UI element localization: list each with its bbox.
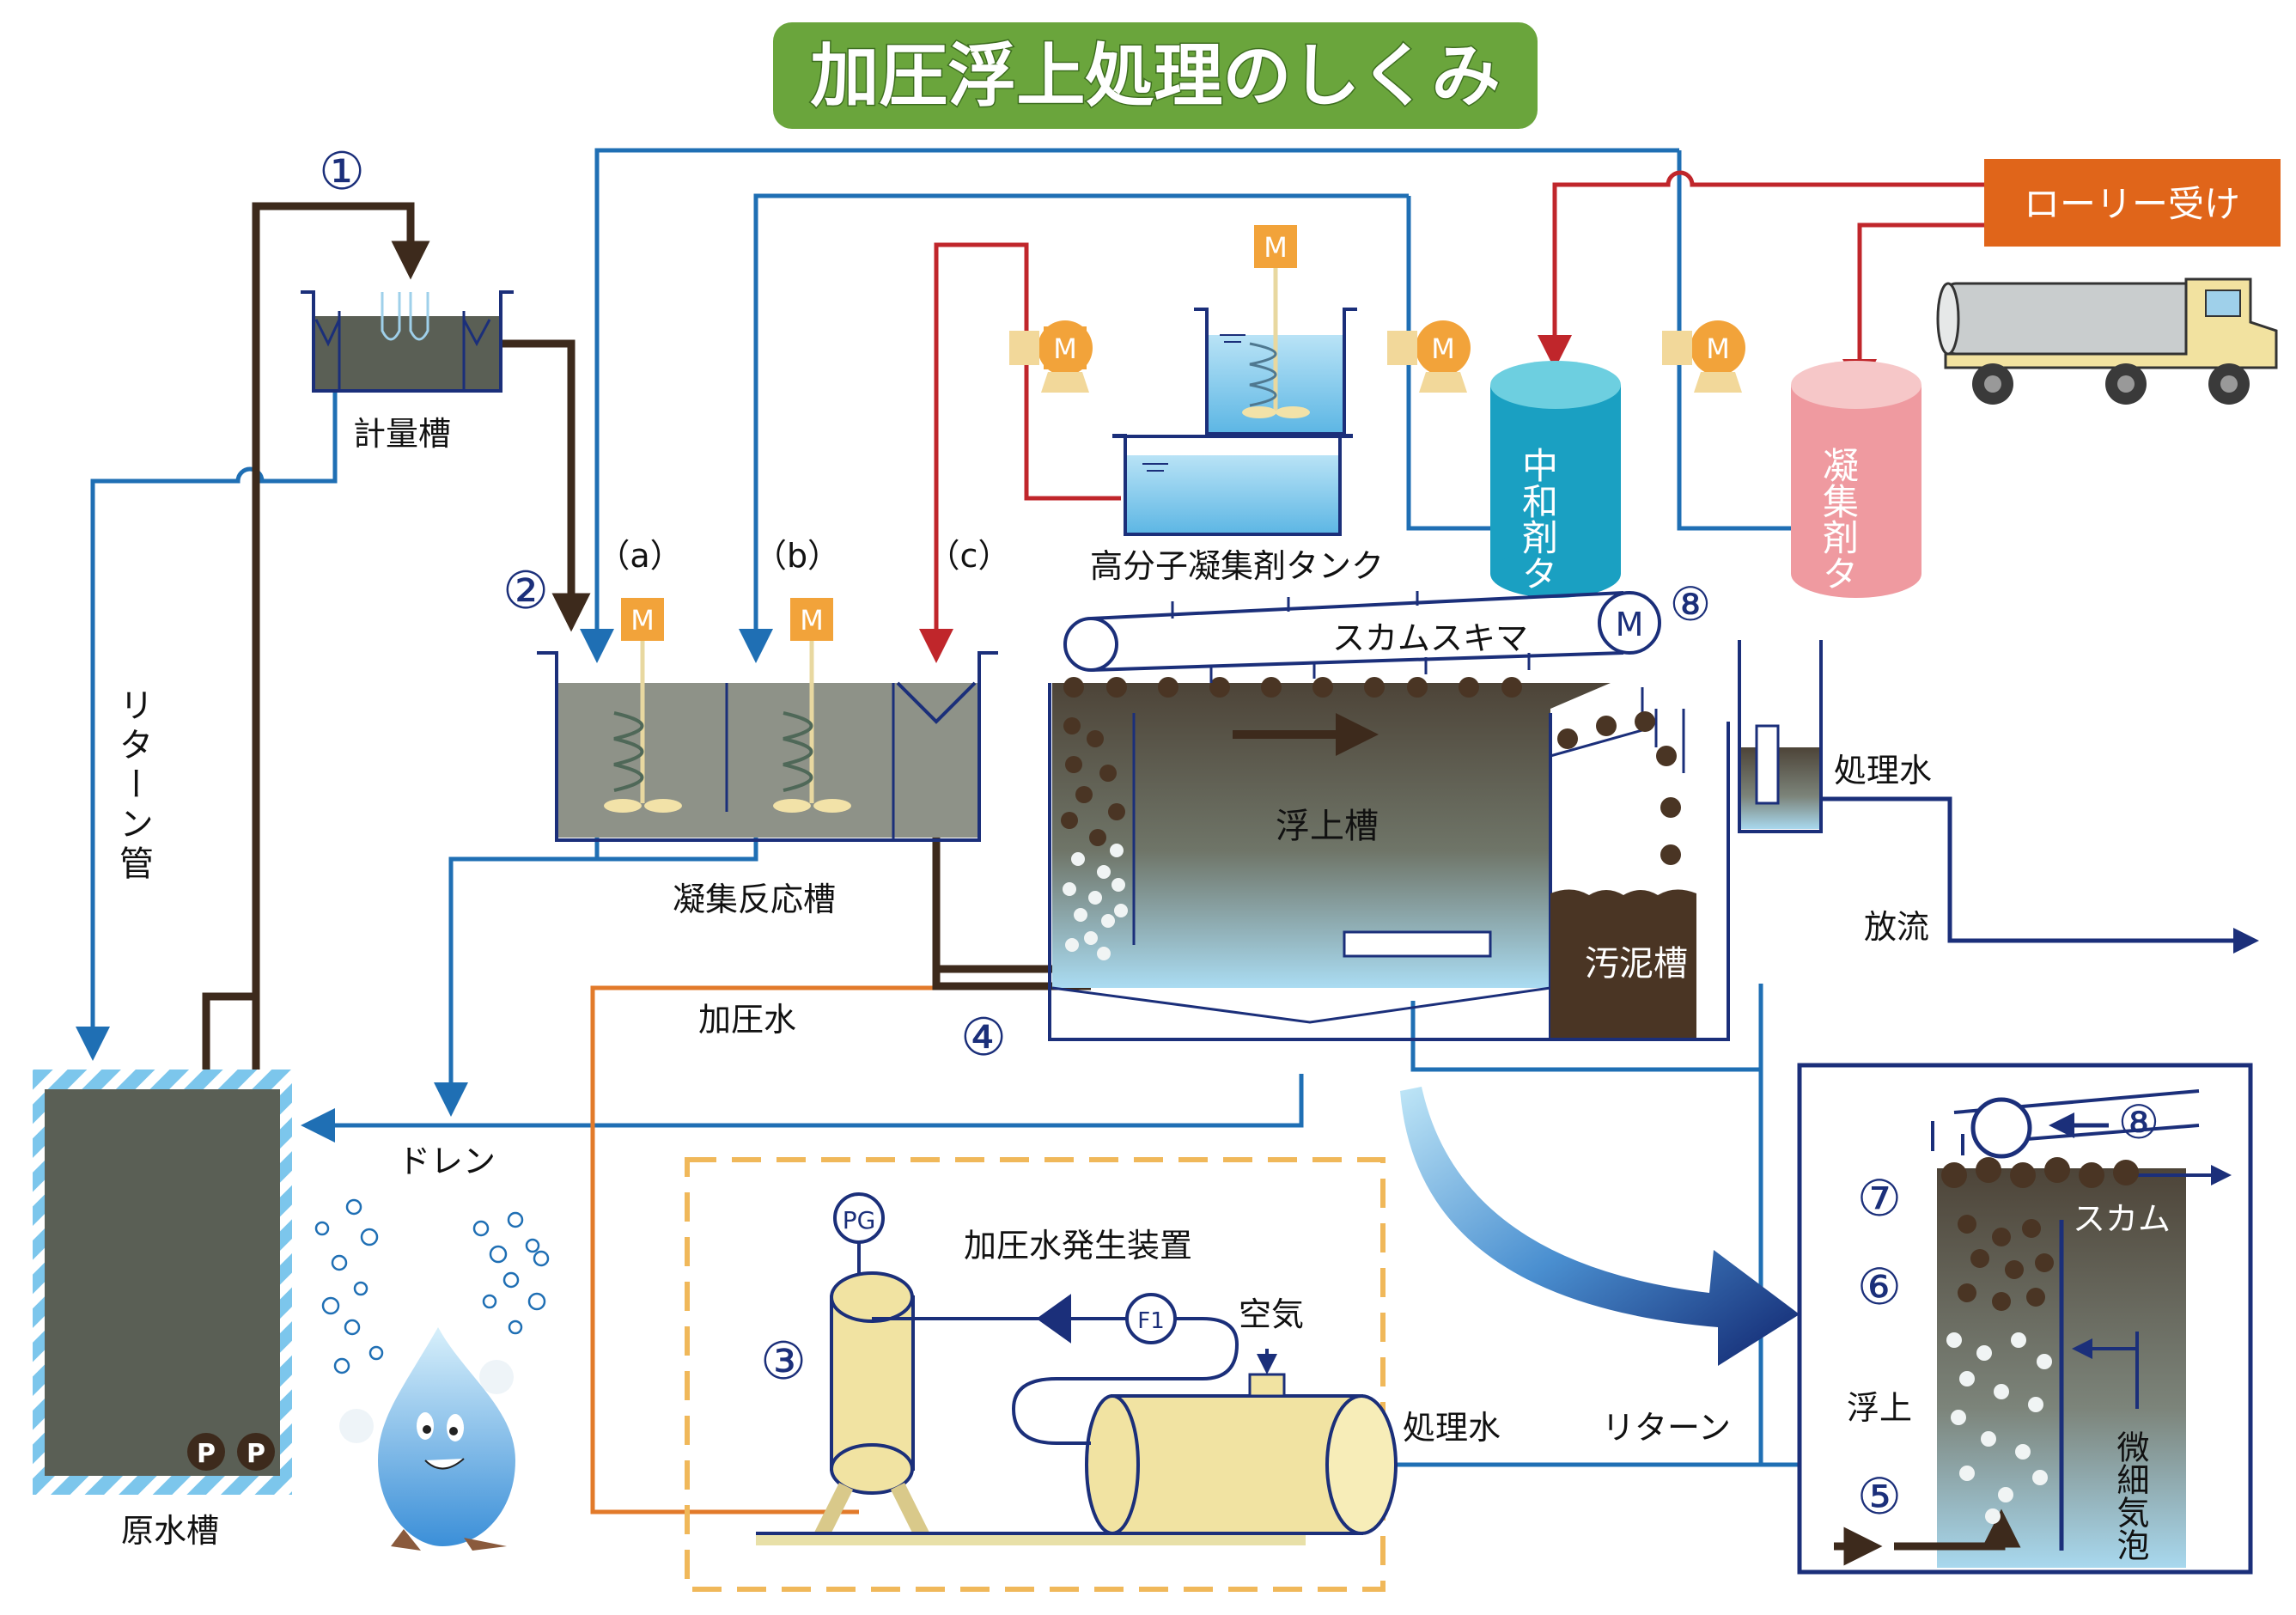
step-2: ② [502, 561, 549, 621]
drain-label: ドレン [398, 1143, 496, 1180]
step-8-inset: ⑧ [2118, 1095, 2159, 1149]
label-a: （a） [597, 537, 682, 575]
step-1: ① [319, 142, 365, 202]
scum-particles [1061, 677, 1681, 865]
pressurized-water-pipe [590, 985, 935, 1514]
pump-motor-2: M [1431, 332, 1455, 365]
step-6: ⑥ [1857, 1258, 1902, 1316]
pump-p-right: P [247, 1439, 265, 1469]
neutralizer-tank-label: 中和剤タンク [1517, 447, 1559, 663]
pump-motor-1: M [1053, 332, 1077, 365]
polymer-tank-label: 高分子凝集剤タンク [1090, 547, 1384, 585]
return-pipe-label: リターン管 [113, 687, 153, 885]
coag-reaction-tank [537, 598, 998, 842]
pressure-vessel [756, 1192, 1306, 1545]
raw-water-tank [33, 1070, 292, 1495]
scum-skimmer-label: スカムスキマ [1332, 619, 1528, 657]
return-label: リターン [1602, 1409, 1731, 1447]
treated-water-label-bottom: 処理水 [1403, 1409, 1501, 1447]
raw-water-tank-label: 原水槽 [121, 1512, 219, 1550]
polymer-tank [1112, 225, 1357, 536]
f1-flowmeter: F1 [1137, 1308, 1165, 1334]
red-pipes [919, 170, 1984, 663]
generator-frame [685, 1157, 1386, 1592]
flotation-tank-label: 浮上槽 [1276, 807, 1379, 846]
title-banner: 加圧浮上処理のしくみ [773, 22, 1538, 129]
step-7: ⑦ [1857, 1169, 1902, 1228]
motor-a: M [630, 604, 655, 637]
scum-skimmer [1063, 591, 1661, 683]
tanker-truck-icon [1936, 277, 2278, 405]
air-compressor-tank [1085, 1373, 1398, 1535]
sludge-tank-label: 汚泥槽 [1585, 944, 1688, 984]
lorry-box [1984, 159, 2281, 247]
float-label-inset: 浮上 [1847, 1389, 1912, 1427]
label-c: （c） [928, 537, 1011, 575]
neutralizer-tank [1490, 361, 1621, 598]
treated-water-label-top: 処理水 [1834, 752, 1932, 789]
dosing-pumps [1009, 320, 1745, 393]
zoom-curved-arrow [1400, 1087, 1800, 1366]
decorative-bubbles [314, 1198, 550, 1374]
inset-scum [1941, 1157, 2139, 1311]
coagulant-tank [1791, 361, 1921, 598]
flotation-tank [1048, 640, 1823, 1041]
inset-bubbles [1946, 1332, 2052, 1524]
pg-gauge: PG [843, 1206, 876, 1234]
detail-inset [1797, 1063, 2253, 1575]
pressurized-water-label: 加圧水 [698, 1001, 796, 1039]
metering-tank [301, 290, 514, 393]
step-8-top: ⑧ [1670, 577, 1711, 631]
motor-b: M [800, 604, 824, 637]
lorry-label: ローリー受け [2024, 183, 2240, 225]
air-lines [872, 1293, 1277, 1445]
step-5: ⑤ [1857, 1467, 1902, 1526]
pump-p-left: P [197, 1439, 216, 1469]
flotation-bubbles [1063, 844, 1128, 960]
discharge-label: 放流 [1864, 908, 1929, 946]
scum-label-inset: スカム [2073, 1200, 2171, 1238]
metering-tank-label: 計量槽 [353, 415, 451, 453]
air-label: 空気 [1239, 1295, 1304, 1333]
label-b: （b） [754, 537, 840, 575]
coagulant-tank-label: 凝集剤タンク [1818, 447, 1860, 663]
generator-label: 加圧水発生装置 [964, 1227, 1192, 1265]
step-4: ④ [960, 1008, 1007, 1068]
skimmer-motor: M [1616, 606, 1644, 643]
motor-polymer: M [1264, 231, 1288, 264]
pump-motor-3: M [1706, 332, 1730, 365]
step-3: ③ [760, 1332, 807, 1392]
water-drop-mascot-icon [339, 1327, 515, 1551]
coag-reaction-tank-label: 凝集反応槽 [673, 881, 836, 918]
blue-pipes [76, 148, 2259, 1482]
page-title: 加圧浮上処理のしくみ [810, 36, 1500, 116]
micro-bubbles-label: 微細気泡 [2111, 1430, 2149, 1561]
